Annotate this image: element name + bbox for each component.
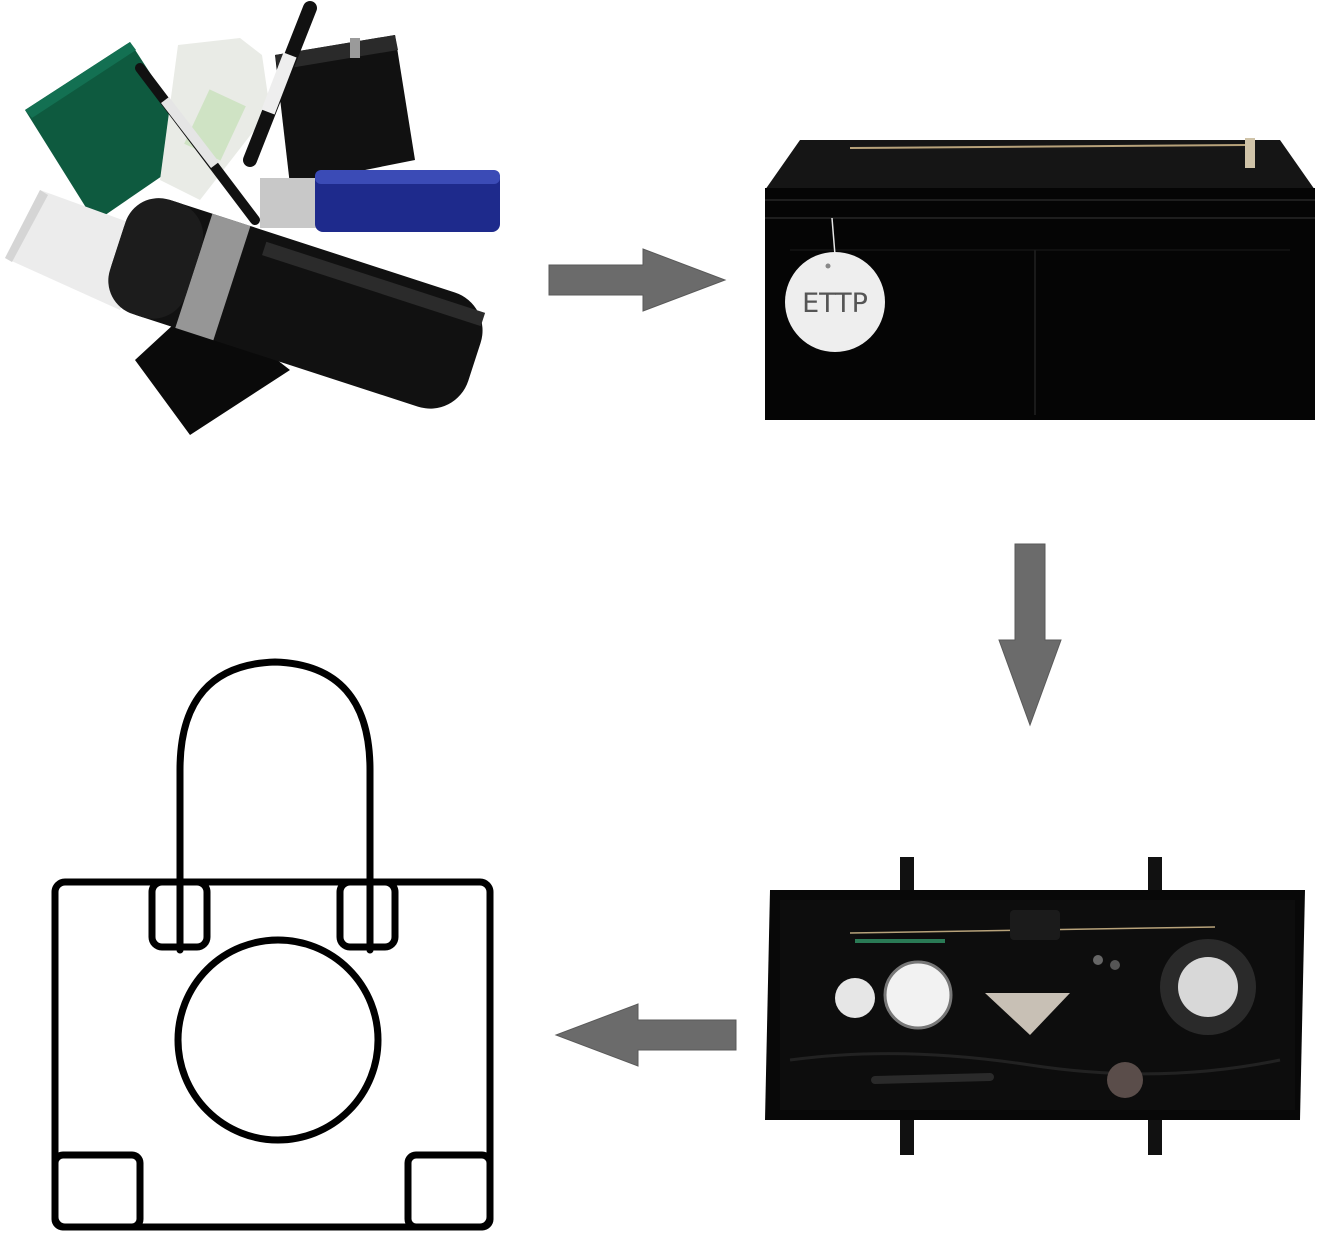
black-compact	[135, 300, 290, 435]
fine-pen	[135, 63, 260, 225]
loose-items-image	[0, 0, 500, 440]
arrow-down-icon	[995, 540, 1065, 730]
arrow-right-icon	[545, 245, 730, 315]
round-compact	[835, 978, 875, 1018]
blue-bottle	[260, 170, 500, 232]
brand-tag-label: ETTP	[802, 288, 868, 319]
arrow-left-icon	[550, 1000, 740, 1070]
brand-tag	[785, 252, 885, 352]
bag-outline-drawing	[40, 650, 510, 1235]
body-outline	[51, 878, 494, 1231]
handle-outline	[176, 658, 374, 954]
mirror-compact	[885, 962, 951, 1028]
marker-pen	[243, 1, 317, 167]
folded-pouch	[985, 993, 1070, 1035]
bag-with-insert-image	[760, 855, 1310, 1155]
black-wallet	[275, 35, 415, 185]
small-compact	[1107, 1062, 1143, 1098]
black-thermos	[108, 198, 486, 409]
felt-insert-image: ETTP	[760, 130, 1322, 425]
circle-outline	[174, 936, 382, 1144]
